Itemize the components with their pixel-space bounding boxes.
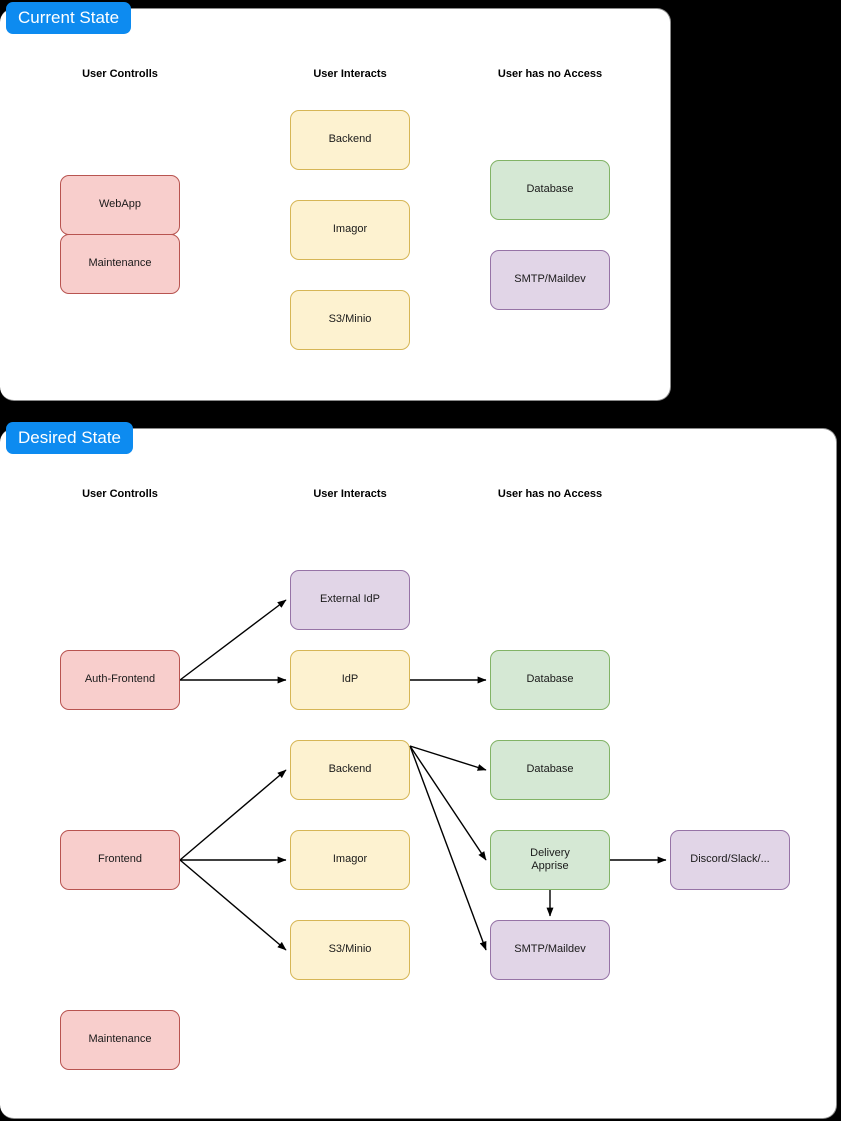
- column-header-user-controls-current: User Controlls: [82, 68, 158, 80]
- node-desired_state-auth-frontend[interactable]: Auth-Frontend: [60, 650, 180, 710]
- node-label: Delivery Apprise: [530, 846, 570, 872]
- node-label: SMTP/Maildev: [514, 273, 586, 286]
- node-current_state-database[interactable]: Database: [490, 160, 610, 220]
- node-current_state-smtp[interactable]: SMTP/Maildev: [490, 250, 610, 310]
- node-desired_state-idp[interactable]: IdP: [290, 650, 410, 710]
- node-label: Database: [526, 763, 574, 776]
- node-label: Frontend: [97, 853, 143, 866]
- column-header-user-no-access-current: User has no Access: [497, 68, 603, 80]
- node-desired_state-backend[interactable]: Backend: [290, 740, 410, 800]
- node-label: Auth-Frontend: [84, 673, 156, 686]
- node-desired_state-delivery[interactable]: Delivery Apprise: [490, 830, 610, 890]
- column-header-user-no-access-desired: User has no Access: [497, 488, 603, 500]
- node-label: WebApp: [99, 198, 141, 211]
- node-label: S3/Minio: [328, 313, 372, 326]
- node-label: SMTP/Maildev: [514, 943, 586, 956]
- node-label: Discord/Slack/...: [690, 853, 770, 866]
- node-label: Database: [526, 673, 574, 686]
- column-header-user-interacts-current: User Interacts: [313, 68, 387, 80]
- node-label: Database: [526, 183, 574, 196]
- node-desired_state-frontend[interactable]: Frontend: [60, 830, 180, 890]
- node-label: Imagor: [332, 853, 368, 866]
- panel-badge-desired-state[interactable]: Desired State: [6, 422, 133, 454]
- node-label: Maintenance: [88, 1033, 152, 1046]
- node-current_state-imagor[interactable]: Imagor: [290, 200, 410, 260]
- node-label: External IdP: [320, 593, 380, 606]
- node-current_state-backend[interactable]: Backend: [290, 110, 410, 170]
- node-label: S3/Minio: [328, 943, 372, 956]
- node-desired_state-imagor[interactable]: Imagor: [290, 830, 410, 890]
- node-label: Backend: [328, 133, 372, 146]
- node-label: IdP: [341, 673, 359, 686]
- node-desired_state-maintenance[interactable]: Maintenance: [60, 1010, 180, 1070]
- node-desired_state-smtp[interactable]: SMTP/Maildev: [490, 920, 610, 980]
- node-current_state-maintenance[interactable]: Maintenance: [60, 234, 180, 294]
- node-desired_state-s3minio[interactable]: S3/Minio: [290, 920, 410, 980]
- node-desired_state-database-idp[interactable]: Database: [490, 650, 610, 710]
- node-current_state-webapp[interactable]: WebApp: [60, 175, 180, 235]
- node-label: Maintenance: [88, 257, 152, 270]
- node-label: Imagor: [332, 223, 368, 236]
- node-desired_state-discord[interactable]: Discord/Slack/...: [670, 830, 790, 890]
- node-desired_state-database-be[interactable]: Database: [490, 740, 610, 800]
- node-current_state-s3minio[interactable]: S3/Minio: [290, 290, 410, 350]
- node-label: Backend: [328, 763, 372, 776]
- node-desired_state-external-idp[interactable]: External IdP: [290, 570, 410, 630]
- column-header-user-interacts-desired: User Interacts: [313, 488, 387, 500]
- panel-badge-current-state[interactable]: Current State: [6, 2, 132, 34]
- column-header-user-controls-desired: User Controlls: [82, 488, 158, 500]
